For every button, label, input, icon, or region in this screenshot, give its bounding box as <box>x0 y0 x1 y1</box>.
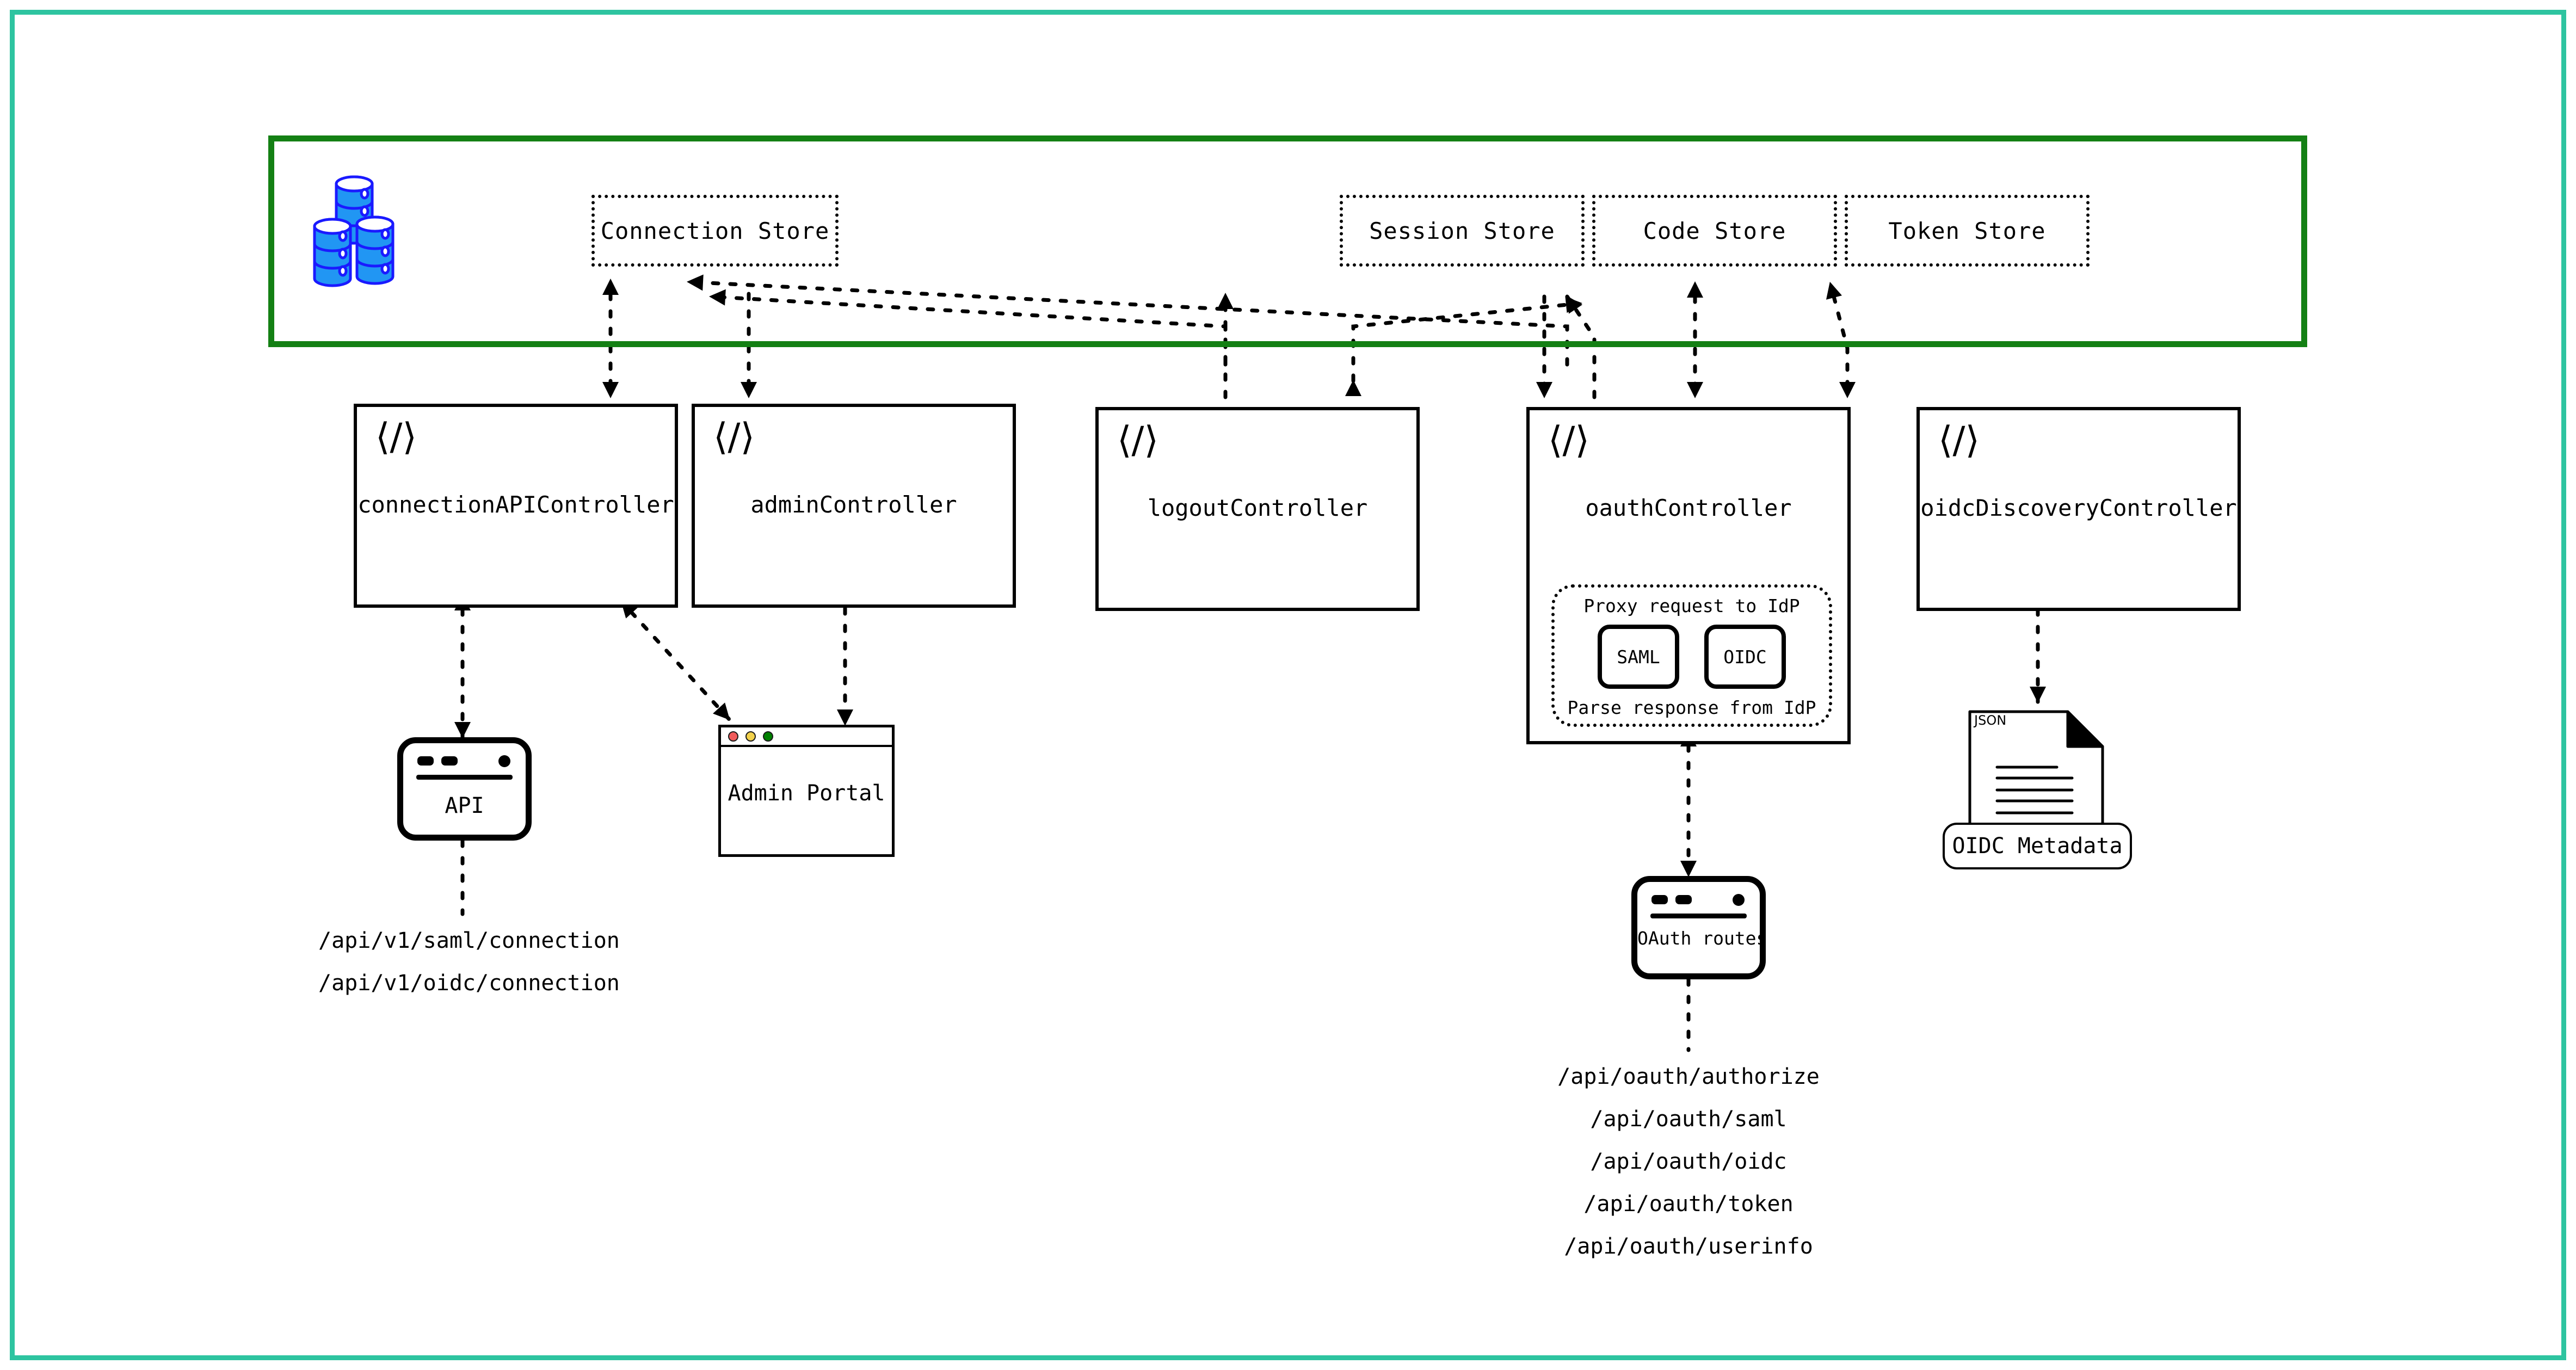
proxy-request-label: Proxy request to IdP <box>1583 595 1800 616</box>
code-icon: ⟨/⟩ <box>375 416 417 459</box>
store-box-connection-store[interactable]: Connection Store <box>591 195 839 267</box>
oidc-pill-label: OIDC <box>1723 646 1767 668</box>
window-dot-right <box>1733 894 1745 906</box>
code-icon: ⟨/⟩ <box>713 416 755 459</box>
store-label: Token Store <box>1888 217 2046 244</box>
browser-titlebar <box>721 727 892 747</box>
api-label: API <box>445 793 484 818</box>
admin-portal-window[interactable]: Admin Portal <box>718 725 895 857</box>
api-endpoint: /api/v1/oidc/connection <box>318 971 620 996</box>
saml-pill-label: SAML <box>1617 646 1660 668</box>
oidc-metadata-pill[interactable]: OIDC Metadata <box>1943 823 2132 869</box>
controller-label: connectionAPIController <box>358 491 674 518</box>
controller-label: oauthController <box>1585 495 1792 521</box>
api-window-icon[interactable]: API <box>397 737 532 841</box>
admin-portal-label: Admin Portal <box>728 781 885 806</box>
json-tag-label: JSON <box>1974 713 2007 728</box>
store-box-token-store[interactable]: Token Store <box>1845 195 2090 267</box>
oauth-endpoint-list: /api/oauth/authorize /api/oauth/saml /ap… <box>1474 1056 1903 1268</box>
api-endpoint: /api/v1/saml/connection <box>318 928 620 953</box>
oauth-routes-label: OAuth routes <box>1637 928 1767 949</box>
controller-label: adminController <box>750 491 957 518</box>
oidc-metadata-label: OIDC Metadata <box>1952 834 2123 859</box>
window-divider <box>416 775 513 780</box>
oauth-endpoint: /api/oauth/authorize <box>1557 1064 1820 1089</box>
controller-oidc-discovery-controller[interactable]: ⟨/⟩ oidcDiscoveryController <box>1916 407 2241 611</box>
traffic-light-yellow <box>745 731 756 742</box>
store-container <box>268 135 2307 347</box>
database-stack-icon <box>305 174 430 291</box>
parse-response-label: Parse response from IdP <box>1567 697 1816 718</box>
controller-logout-controller[interactable]: ⟨/⟩ logoutController <box>1095 407 1420 611</box>
controller-label: logoutController <box>1147 495 1368 521</box>
oauth-routes-window-icon[interactable]: OAuth routes <box>1631 876 1767 979</box>
window-bar-left-2 <box>441 756 458 766</box>
idp-pill-row: SAML OIDC <box>1598 625 1786 689</box>
store-label: Code Store <box>1643 217 1786 244</box>
window-bar-left-1 <box>1651 895 1668 904</box>
window-bar-left-2 <box>1675 895 1692 904</box>
saml-pill[interactable]: SAML <box>1598 625 1679 689</box>
controller-label: oidcDiscoveryController <box>1920 495 2237 521</box>
outer-frame <box>10 10 2566 1360</box>
code-icon: ⟨/⟩ <box>1117 419 1158 462</box>
oauth-endpoint: /api/oauth/token <box>1583 1192 1794 1217</box>
oidc-pill[interactable]: OIDC <box>1704 625 1786 689</box>
code-icon: ⟨/⟩ <box>1548 419 1589 462</box>
traffic-light-red <box>728 731 738 742</box>
store-box-session-store[interactable]: Session Store <box>1340 195 1585 267</box>
oauth-endpoint: /api/oauth/userinfo <box>1564 1234 1813 1259</box>
idp-proxy-group: Proxy request to IdP SAML OIDC Parse res… <box>1551 584 1832 727</box>
traffic-light-green <box>763 731 773 742</box>
window-divider <box>1650 914 1747 918</box>
controller-connection-api-controller[interactable]: ⟨/⟩ connectionAPIController <box>354 404 678 608</box>
oauth-endpoint: /api/oauth/saml <box>1590 1107 1787 1132</box>
api-endpoint-list: /api/v1/saml/connection /api/v1/oidc/con… <box>318 919 620 1004</box>
window-bar-left-1 <box>417 756 434 766</box>
store-box-code-store[interactable]: Code Store <box>1592 195 1837 267</box>
controller-oauth-controller[interactable]: ⟨/⟩ oauthController Proxy request to IdP… <box>1526 407 1851 744</box>
store-label: Connection Store <box>600 217 830 244</box>
code-icon: ⟨/⟩ <box>1938 419 1980 462</box>
controller-admin-controller[interactable]: ⟨/⟩ adminController <box>692 404 1016 608</box>
store-label: Session Store <box>1369 217 1555 244</box>
window-dot-right <box>498 755 510 767</box>
oauth-endpoint: /api/oauth/oidc <box>1590 1149 1787 1174</box>
